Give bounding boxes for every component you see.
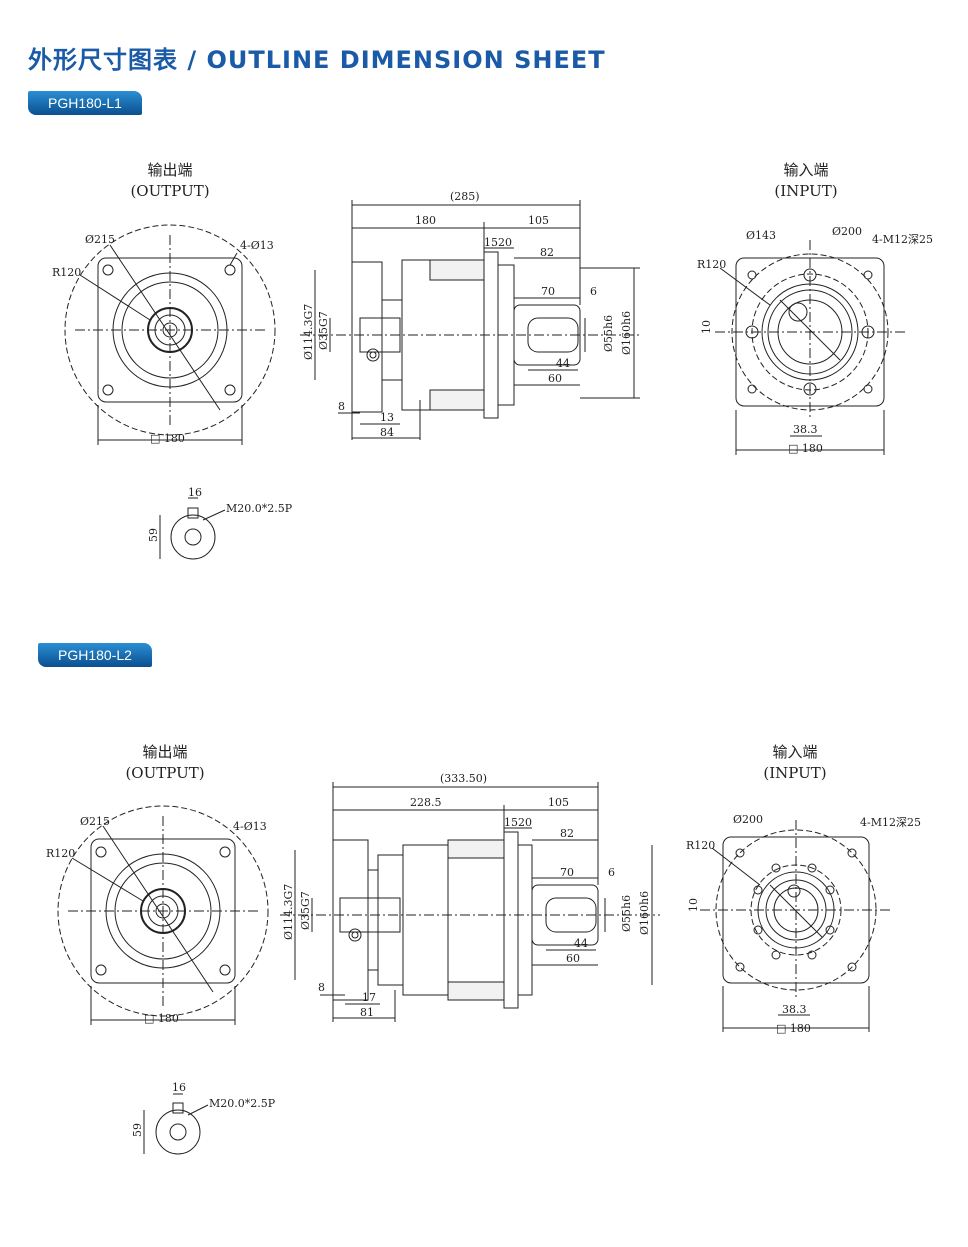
dim-8-l1: 8 [338,400,345,413]
side-view-l2 [280,782,660,1022]
dim-holes-l1: 4-Ø13 [240,239,274,252]
dim-6-l1: 6 [590,285,597,298]
dim-tapped-l1: 4-M12深25 [872,233,933,246]
dim-10-l1: 10 [700,320,713,334]
dim-body-l2: 228.5 [410,796,442,809]
shaft-detail-l2 [143,1093,209,1155]
input-caption-en-l2: (INPUT) [763,764,826,782]
dim-60-l2: 60 [566,952,580,965]
dim-d160-l1: Ø160h6 [620,311,633,355]
dim-70-l2: 70 [560,866,574,879]
dim-r120-in-l1: R120 [697,258,726,271]
dim-d160-l2: Ø160h6 [638,891,651,935]
dim-82-l2: 82 [560,827,574,840]
dim-thread-l1: M20.0*2.5P [226,502,293,515]
page-title: 外形尺寸图表 / OUTLINE DIMENSION SHEET [28,46,606,74]
dim-59-l2: 59 [131,1123,144,1137]
output-caption-l2: 输出端 [142,743,187,761]
dim-tapped-l2: 4-M12深25 [860,816,921,829]
dim-d200-l2: Ø200 [733,813,763,826]
dim-r120-in-l2: R120 [686,839,715,852]
input-view-l2 [700,820,890,1032]
dim-flange-b-l2: 20 [518,816,532,829]
dim-flange-a-l2: 15 [504,816,518,829]
output-view-l1 [64,224,276,445]
dim-flange-b-l1: 20 [498,236,512,249]
input-caption-l1: 输入端 [783,161,828,179]
dim-383-l1: 38.3 [793,423,818,436]
dim-d114-l1: Ø114.3G7 [302,304,315,360]
dim-square-l2: □ 180 [144,1012,179,1025]
output-caption-l1: 输出端 [147,161,192,179]
dim-16-l2: 16 [172,1081,186,1094]
dim-d55-l1: Ø55h6 [602,315,615,352]
drawing-l1: 输出端 (OUTPUT) 输入端 (INPUT) Ø215 4-Ø13 R120… [52,161,933,560]
dim-70-l1: 70 [541,285,555,298]
dim-r120-l1: R120 [52,266,81,279]
output-view-l2 [57,805,269,1025]
dim-square-l1: □ 180 [150,432,185,445]
input-view-l1 [715,240,905,455]
output-caption-en-l2: (OUTPUT) [125,764,204,782]
dim-shaft-l2: 105 [548,796,569,809]
dim-body-l1: 180 [415,214,436,227]
dim-16-l1: 16 [188,486,202,499]
dim-17-l2: 17 [362,991,376,1004]
dim-6-l2: 6 [608,866,615,879]
drawing-l2: 输出端 (OUTPUT) 输入端 (INPUT) Ø215 4-Ø13 R120… [46,743,921,1155]
dim-flange-a-l1: 15 [484,236,498,249]
dim-59-l1: 59 [147,528,160,542]
dim-13-l1: 13 [380,411,394,424]
model-tag-l2: PGH180-L2 [38,643,152,667]
dim-d143-l1: Ø143 [746,229,776,242]
dim-d200-l1: Ø200 [832,225,862,238]
dim-square-in-l2: □ 180 [776,1022,811,1035]
dim-thread-l2: M20.0*2.5P [209,1097,276,1110]
dim-total-l1: (285) [450,190,480,203]
dim-d215-l2: Ø215 [80,815,110,828]
dim-84-l1: 84 [380,426,394,439]
dim-d35-l2: Ø35G7 [299,891,312,930]
dim-d55-l2: Ø55h6 [620,895,633,932]
shaft-detail-l1 [159,497,226,560]
dim-shaft-l1: 105 [528,214,549,227]
input-caption-en-l1: (INPUT) [774,182,837,200]
model-tag-l1: PGH180-L1 [28,91,142,115]
side-view-l1 [300,200,640,440]
input-caption-l2: 输入端 [772,743,817,761]
dim-r120-l2: R120 [46,847,75,860]
dim-d35-l1: Ø35G7 [317,311,330,350]
dim-383-l2: 38.3 [782,1003,807,1016]
dim-10-l2: 10 [687,898,700,912]
dim-82-l1: 82 [540,246,554,259]
dim-square-in-l1: □ 180 [788,442,823,455]
dim-8-l2: 8 [318,981,325,994]
dim-total-l2: (333.50) [440,772,487,785]
dim-44-l2: 44 [574,937,588,950]
dim-60-l1: 60 [548,372,562,385]
dim-d114-l2: Ø114.3G7 [282,884,295,940]
dim-44-l1: 44 [556,357,570,370]
output-caption-en-l1: (OUTPUT) [130,182,209,200]
dim-d215-l1: Ø215 [85,233,115,246]
dim-holes-l2: 4-Ø13 [233,820,267,833]
dim-81-l2: 81 [360,1006,374,1019]
